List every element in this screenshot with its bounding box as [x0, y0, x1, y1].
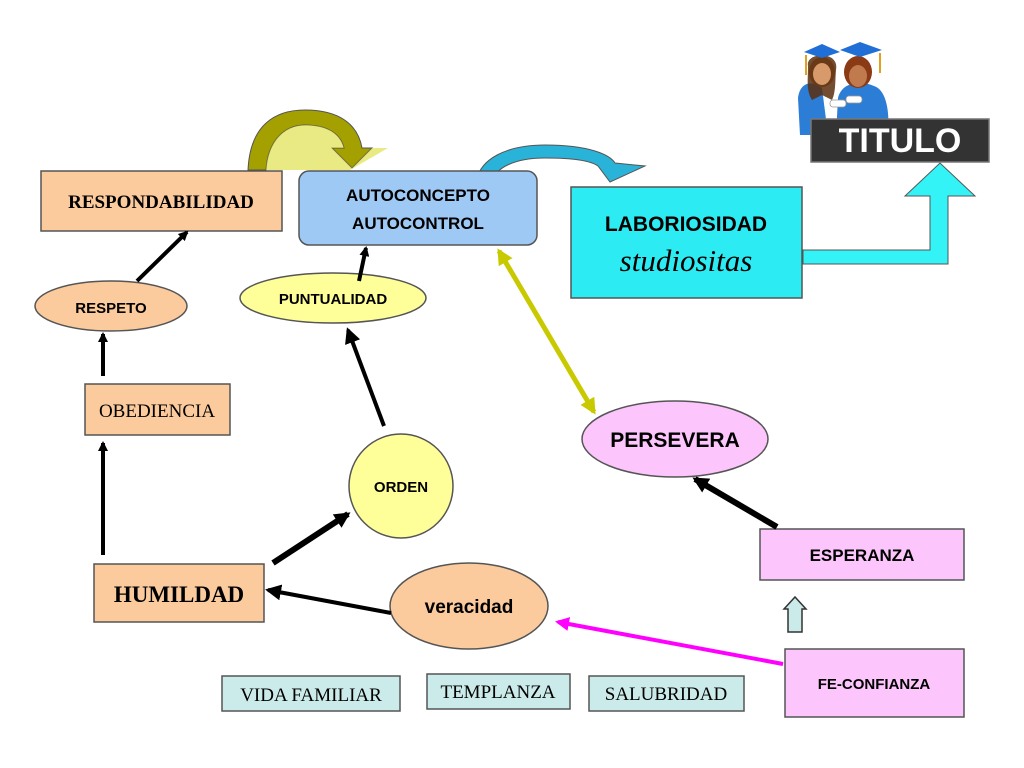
label-vida-familiar: VIDA FAMILIAR	[240, 685, 382, 706]
node-templanza	[426, 673, 571, 710]
arrow-orden-to-puntualidad	[345, 327, 386, 427]
label-studiositas: studiositas	[620, 243, 753, 278]
node-autoconcepto	[298, 170, 538, 246]
label-esperanza: ESPERANZA	[810, 546, 915, 565]
node-esperanza	[759, 528, 965, 581]
arrow-veracidad-to-humildad	[265, 584, 392, 615]
node-humildad	[93, 563, 265, 623]
label-fe-confianza: FE-CONFIANZA	[818, 676, 931, 693]
titulo-badge	[810, 118, 990, 163]
node-veracidad	[389, 562, 549, 650]
label-respeto: RESPETO	[75, 300, 147, 317]
label-persevera: PERSEVERA	[610, 429, 740, 452]
label-templanza: TEMPLANZA	[440, 682, 555, 703]
node-persevera	[581, 400, 769, 478]
titulo-text: TITULO	[839, 122, 962, 160]
node-orden	[348, 433, 454, 539]
arrow-esperanza-to-persevera	[692, 476, 779, 530]
arrow-respeto-to-respondabilidad	[135, 230, 189, 283]
arrow-persevera-autoconcepto	[496, 248, 597, 415]
label-obediencia: OBEDIENCIA	[99, 401, 215, 422]
curved-arrow-olive	[247, 109, 388, 171]
curved-arrow-blue	[476, 144, 647, 183]
label-respondabilidad: RESPONDABILIDAD	[68, 192, 254, 213]
node-laboriosidad	[570, 186, 803, 299]
node-respondabilidad	[40, 170, 283, 232]
node-obediencia	[84, 383, 231, 436]
label-orden: ORDEN	[374, 479, 428, 496]
arrow-feconfianza-to-veracidad	[555, 617, 784, 666]
label-puntualidad: PUNTUALIDAD	[279, 291, 387, 308]
label-autocontrol: AUTOCONTROL	[352, 214, 484, 233]
label-veracidad: veracidad	[425, 597, 514, 618]
node-vida-familiar	[221, 675, 401, 712]
node-salubridad	[588, 675, 745, 712]
cyan-arrow-to-titulo	[802, 162, 977, 265]
arrow-puntualidad-to-autoconcepto	[357, 246, 370, 282]
node-fe-confianza	[784, 648, 965, 718]
label-laboriosidad: LABORIOSIDAD	[605, 213, 767, 236]
hollow-up-arrow	[782, 595, 808, 633]
label-humildad: HUMILDAD	[114, 582, 244, 607]
node-puntualidad	[239, 272, 427, 324]
node-respeto	[34, 280, 188, 332]
label-salubridad: SALUBRIDAD	[605, 684, 727, 705]
label-autoconcepto: AUTOCONCEPTO	[346, 186, 490, 205]
arrow-humildad-to-orden	[271, 511, 351, 566]
